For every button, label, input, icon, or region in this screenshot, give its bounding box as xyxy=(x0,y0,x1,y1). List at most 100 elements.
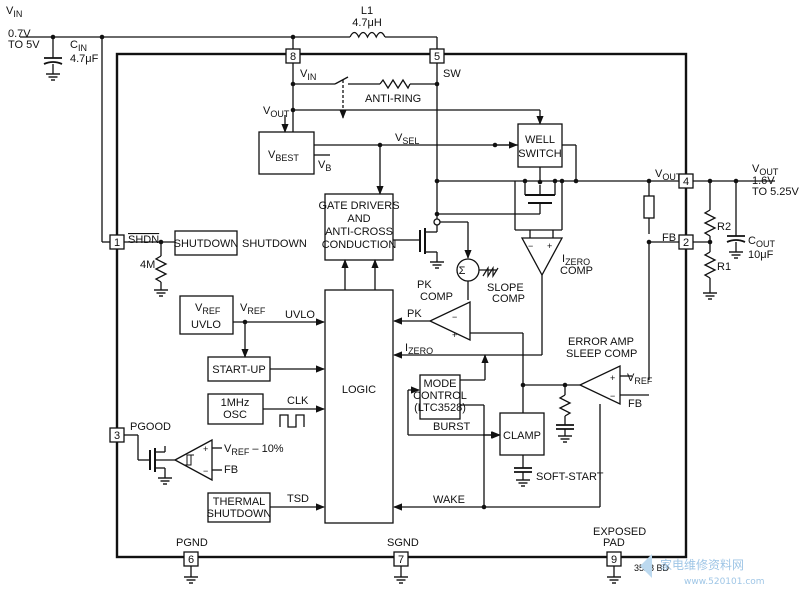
thermal-line-2: SHUTDOWN xyxy=(207,508,272,520)
uvlo-box-label: UVLO xyxy=(191,319,221,331)
vref-output-label: VREF xyxy=(240,302,266,316)
watermark-cn: 家电维修资料网 xyxy=(660,557,744,572)
vb-label: VB xyxy=(318,159,331,173)
cin-value: 4.7μF xyxy=(70,53,99,65)
clamp-label: CLAMP xyxy=(503,430,541,442)
pgnd-label: PGND xyxy=(176,537,208,549)
watermark-url: www.520101.com xyxy=(684,577,765,587)
izero-comp-label: IZERO xyxy=(562,253,590,267)
pin-8 xyxy=(285,48,301,64)
err-minus: − xyxy=(610,391,615,401)
pin-9 xyxy=(606,551,622,567)
pin-5 xyxy=(429,48,445,64)
gate-line-1: GATE DRIVERS xyxy=(318,200,399,212)
osc-line-2: OSC xyxy=(223,409,247,421)
vin-range-1: 0.7V xyxy=(8,28,31,40)
gate-line-4: CONDUCTION xyxy=(322,239,397,251)
err-plus: + xyxy=(610,373,615,383)
pin-5-number: 5 xyxy=(434,51,440,63)
vout-range: TO 5.25V xyxy=(752,186,800,198)
pin-8-number: 8 xyxy=(290,51,296,63)
pin-1 xyxy=(109,234,125,250)
watermark-logo xyxy=(640,554,652,578)
tsd-label: TSD xyxy=(287,493,309,505)
vout-internal-label: VOUT xyxy=(263,105,290,119)
vin-pin-label: VIN xyxy=(300,68,316,82)
err-fb-label: FB xyxy=(628,398,642,410)
pk-comp-2: COMP xyxy=(420,291,453,303)
osc-line-1: 1MHz xyxy=(221,397,250,409)
vout-label: VOUT xyxy=(752,163,779,177)
mode-line-2: CONTROL xyxy=(413,390,467,402)
clk-label: CLK xyxy=(287,395,309,407)
pin-3-number: 3 xyxy=(114,430,120,442)
izero-signal-label: IZERO xyxy=(405,342,433,356)
logic-label: LOGIC xyxy=(342,384,376,396)
gate-line-2: AND xyxy=(347,213,370,225)
vin-label: VIN xyxy=(6,5,22,19)
exposed-label-2: PAD xyxy=(603,537,625,549)
slope-comp-1: SLOPE xyxy=(487,282,524,294)
wake-label: WAKE xyxy=(433,494,465,506)
pin-2 xyxy=(678,234,694,250)
error-amp-label: ERROR AMP xyxy=(568,336,634,348)
pin-7-number: 7 xyxy=(398,554,404,566)
pin-3 xyxy=(109,427,125,443)
izero-comp-minus: − xyxy=(528,241,533,251)
vout-pin-label: VOUT xyxy=(655,168,682,182)
gate-line-3: ANTI-CROSS xyxy=(325,226,393,238)
inductor-name: L1 xyxy=(361,5,373,17)
uvlo-output-label: UVLO xyxy=(285,309,315,321)
vin-range-2: TO 5V xyxy=(8,39,40,51)
sw-label: SW xyxy=(443,68,461,80)
pk-plus: + xyxy=(452,330,457,340)
pin-2-number: 2 xyxy=(683,237,689,249)
cout-value: 10μF xyxy=(748,249,774,261)
cin-label: CIN xyxy=(70,39,87,53)
r1-label: R1 xyxy=(717,261,731,273)
pin-6 xyxy=(183,551,199,567)
pk-output-label: PK xyxy=(407,308,422,320)
watermark: 家电维修资料网 www.520101.com xyxy=(640,554,765,587)
pin-1-number: 1 xyxy=(114,237,120,249)
slope-comp-2: COMP xyxy=(492,293,525,305)
pin-4-number: 4 xyxy=(683,176,689,188)
sleep-comp-label: SLEEP COMP xyxy=(566,348,637,360)
softstart-label: SOFT-START xyxy=(536,471,604,483)
pin-4 xyxy=(678,173,694,189)
exposed-label-1: EXPOSED xyxy=(593,526,646,538)
shutdown-output: SHUTDOWN xyxy=(242,238,307,250)
err-vref-label: VREF xyxy=(627,372,653,386)
mode-line-1: MODE xyxy=(424,378,457,390)
sigma-symbol: Σ xyxy=(459,265,466,277)
inductor-value: 4.7μH xyxy=(352,17,382,29)
pgood-vref-label: VREF – 10% xyxy=(224,443,284,457)
pgood-plus: + xyxy=(203,444,208,454)
pgood-label: PGOOD xyxy=(130,421,171,433)
izero-comp-label-2: COMP xyxy=(560,265,593,277)
r2-label: R2 xyxy=(717,221,731,233)
pk-comp-1: PK xyxy=(417,279,432,291)
vbest-label: VBEST xyxy=(268,149,299,163)
pin-7 xyxy=(393,551,409,567)
thermal-line-1: THERMAL xyxy=(213,496,266,508)
pgood-fb-label: FB xyxy=(224,464,238,476)
mode-line-3: (LTC3528) xyxy=(414,402,466,414)
pin-6-number: 6 xyxy=(188,554,194,566)
well-switch-2: SWITCH xyxy=(518,148,561,160)
antiring-label: ANTI-RING xyxy=(365,93,421,105)
resistor-4m: 4M xyxy=(140,259,155,271)
shdn-pin-label: SHDN xyxy=(128,234,159,246)
pin-9-number: 9 xyxy=(611,554,617,566)
burst-label: BURST xyxy=(433,421,471,433)
pk-minus: − xyxy=(452,312,457,322)
fb-pin-label: FB xyxy=(662,232,676,244)
pgood-minus: − xyxy=(203,466,208,476)
shutdown-block: SHUTDOWN xyxy=(174,238,239,250)
startup-label: START-UP xyxy=(212,364,265,376)
well-switch-1: WELL xyxy=(525,134,555,146)
inductor-l1 xyxy=(349,31,386,39)
cout-label: COUT xyxy=(748,235,775,249)
sgnd-label: SGND xyxy=(387,537,419,549)
izero-comp-plus: + xyxy=(547,241,552,251)
